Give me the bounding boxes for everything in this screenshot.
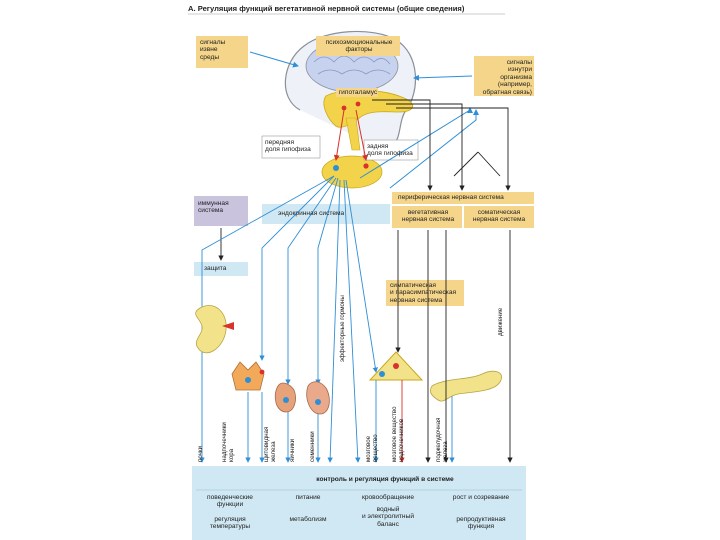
organ-label-medulla: мозговое вещество: [366, 384, 380, 462]
organ-label-ovary: яичники: [290, 424, 297, 462]
posterior-pituitary-label: задняя доля гипофиза: [367, 143, 417, 158]
function-behavior: поведенческие функции: [198, 494, 262, 509]
adrenal-glands: [232, 362, 264, 390]
hypothalamus-label: гипоталамус: [338, 89, 378, 96]
external-to-brain-arrow: [250, 52, 298, 66]
kidney: [196, 305, 227, 352]
organ-label-thyroid: щитовидная железа: [264, 412, 278, 462]
immune-system-label: иммунная система: [198, 200, 246, 215]
sympathetic-label: симпатическая и парасимпатическая нервна…: [390, 282, 462, 304]
external-signals-label: сигналы извне среды: [200, 39, 246, 61]
internal-signals-label: сигналы изнутри организма (например, обр…: [476, 59, 532, 96]
pituitary-to-adrenal: [262, 176, 334, 360]
autonomic-ns-label: вегетативная нервная система: [396, 209, 460, 224]
organ-label-pancreas: поджелудочная железа: [436, 412, 450, 462]
endocrine-system-label: эндокринная система: [278, 210, 388, 217]
function-growth: рост и созревание: [440, 494, 522, 501]
function-temperature: регуляция температуры: [198, 516, 262, 531]
psychoemotional-label: психоэмоциональные факторы: [318, 39, 400, 54]
peripheral-ns-label: периферическая нервная система: [398, 194, 532, 201]
testis: [307, 382, 330, 414]
function-reproduction: репродуктивная функция: [440, 516, 522, 531]
organ-label-adrenal-cortex: надпочечники кора: [222, 400, 236, 462]
organ-label-kidney: почки: [198, 424, 205, 462]
effector-hormones-label: эффекторные гормоны: [340, 262, 347, 362]
pituitary-gland: [322, 156, 382, 188]
function-nutrition: питание: [280, 494, 336, 501]
function-circulation: кровообращение: [350, 494, 426, 501]
function-water-balance: водный и электролитный баланс: [350, 506, 426, 528]
internal-to-head-arrow: [414, 76, 472, 78]
organ-label-testis: семенники: [310, 418, 317, 462]
anterior-pituitary-label: передняя доля гипофиза: [265, 139, 319, 154]
organ-label-adrenal-medulla: мозговое вещество надпочечников: [392, 390, 406, 462]
control-regulation-label: контроль и регуляция функций в системе: [260, 476, 510, 483]
movement-label: движение: [498, 280, 505, 336]
pancreas: [430, 371, 501, 401]
function-metabolism: метаболизм: [280, 516, 336, 523]
protection-label: защита: [204, 265, 244, 272]
somatic-ns-label: соматическая нервная система: [466, 209, 532, 224]
